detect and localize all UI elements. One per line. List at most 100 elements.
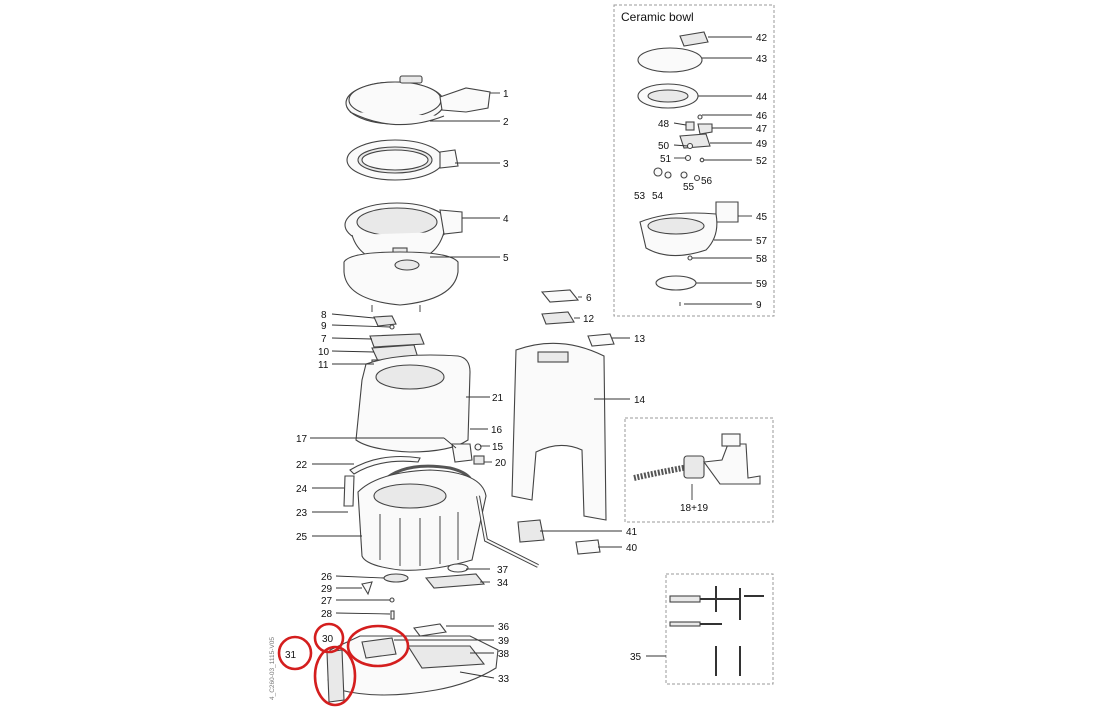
part-28-pin [390,610,395,620]
part-26-cap [383,573,409,583]
callout-45: 45 [756,212,768,223]
callout-43: 43 [756,54,768,65]
part-57-ceramic-bowl [639,212,718,257]
callout-17: 17 [296,434,308,445]
callout-46: 46 [756,111,768,122]
callout-39: 39 [498,636,510,647]
callout-8: 8 [321,310,327,321]
highlight-marks [277,622,410,707]
callout-55: 55 [683,182,695,193]
part-3-seat [346,139,459,181]
part-7-plate [369,333,425,348]
highlight-circle-30 [313,622,345,654]
hose-inset-frame [624,417,774,523]
callout-29: 29 [321,584,333,595]
part-52-pin [699,157,705,163]
callout-1: 1 [503,89,509,100]
callout-53: 53 [634,191,646,202]
callout-numbers: 1 2 3 4 5 8 9 7 10 11 21 17 16 15 20 22 … [285,33,768,685]
callout-40: 40 [626,543,638,554]
callout-37: 37 [497,565,509,576]
callout-16: 16 [491,425,503,436]
part-51-washer [684,154,692,162]
part-41-clip [517,519,545,543]
callout-24: 24 [296,484,308,495]
callout-52: 52 [756,156,768,167]
callout-51: 51 [660,154,672,165]
callout-5: 5 [503,253,509,264]
part-21-upper-housing [355,354,471,453]
callout-59: 59 [756,279,768,290]
callout-35: 35 [630,652,642,663]
part-42-lid-hinge [679,31,709,47]
part-40-cover [575,539,601,555]
callout-4: 4 [503,214,509,225]
callout-49: 49 [756,139,768,150]
callout-57: 57 [756,236,768,247]
callout-12: 12 [583,314,595,325]
part-8-hinge [373,315,397,327]
part-2-seat-edge [349,111,445,126]
part-22-clamp [349,455,421,475]
callout-36: 36 [498,622,510,633]
callout-15: 15 [492,442,504,453]
callout-13: 13 [634,334,646,345]
callout-26: 26 [321,572,333,583]
part-25-waste-tank [357,469,487,571]
part-35-wiring-harness [669,586,764,676]
callout-20: 20 [495,458,507,469]
part-9-screw [389,324,395,330]
part-27-screw [389,597,395,603]
part-24-seal [343,475,355,507]
part-18-19-hose [633,433,761,485]
callout-56: 56 [701,176,713,187]
callout-58: 58 [756,254,768,265]
hose-inset-label: 18+19 [680,503,709,514]
callout-41: 41 [626,527,638,538]
part-55-washer [680,171,688,179]
part-5-housing-top [343,251,459,312]
callout-50: 50 [658,141,670,152]
part-15-16-20-fittings [451,443,485,465]
callout-27: 27 [321,596,333,607]
part-37-washer [447,563,469,573]
callout-33: 33 [498,674,510,685]
callout-30: 30 [322,634,334,645]
wiring-inset-frame [665,573,774,685]
callout-54: 54 [652,191,664,202]
part-44-seat [637,83,699,109]
part-58-screw [687,255,693,261]
callout-11: 11 [318,360,329,371]
callout-6: 6 [586,293,592,304]
callout-44: 44 [756,92,768,103]
callout-3: 3 [503,159,509,170]
callout-38: 38 [498,649,510,660]
callout-14: 14 [634,395,646,406]
callout-28: 28 [321,609,333,620]
part-53-knob [653,167,663,177]
part-47-bracket [697,123,713,135]
part-50-screw [686,142,694,150]
callout-7: 7 [321,334,327,345]
callout-9: 9 [321,321,327,332]
part-6-cap [540,289,580,303]
part-59-base-plate [655,275,697,291]
document-code: 4_C260-03_1115-V05 [269,637,276,700]
highlight-circle-latch [346,624,410,668]
part-13-button [587,333,615,347]
callout-23: 23 [296,508,308,519]
callout-42: 42 [756,33,768,44]
callout-22: 22 [296,460,308,471]
part-34-cover [424,573,486,589]
callout-25: 25 [296,532,308,543]
leader-lines [310,36,752,679]
part-29-latch [361,581,373,596]
callout-9-ceramic: 9 [756,300,762,311]
highlight-circle-side-strip [313,645,357,707]
part-31-side-strip [326,649,345,703]
callout-21: 21 [492,393,504,404]
part-43-lid [637,47,703,73]
part-54-nut [664,171,672,179]
part-46-screw [697,114,703,120]
